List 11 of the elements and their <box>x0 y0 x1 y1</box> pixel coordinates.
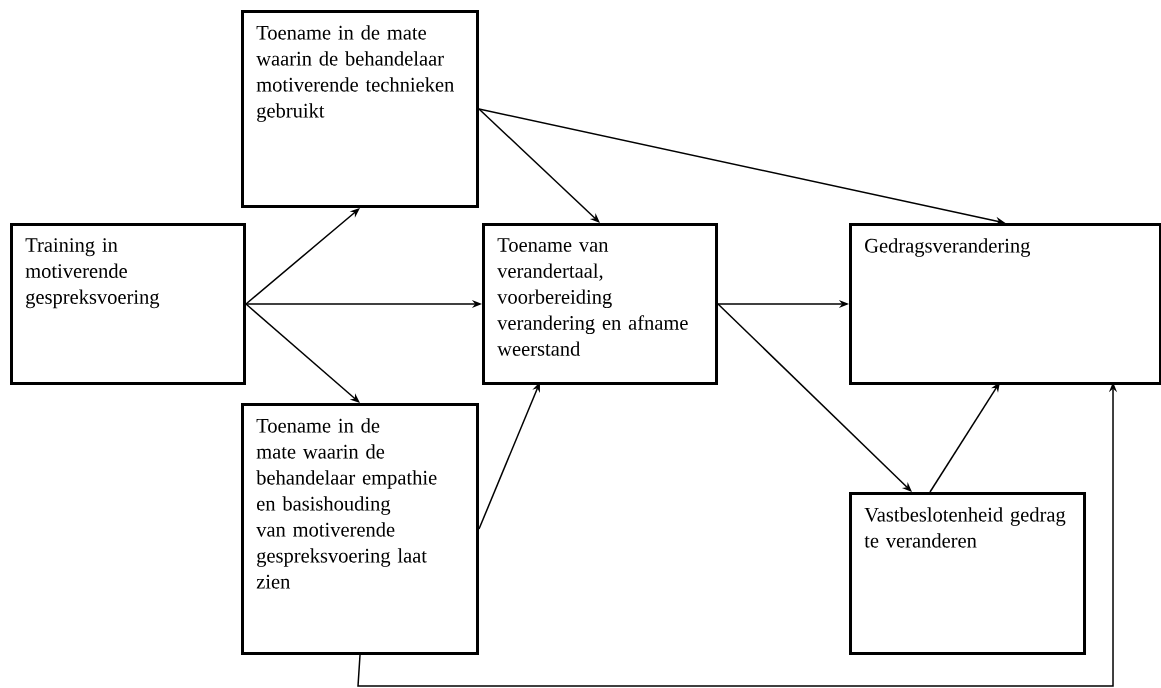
process-box: Training in motiverende gespreksvoering <box>10 223 246 385</box>
arrow <box>245 303 360 403</box>
arrow <box>717 303 912 492</box>
process-box: Toename in de mate waarin de behandelaar motiverende technieken gebruikt <box>241 10 479 208</box>
arrow <box>245 208 360 305</box>
process-box: Vastbeslotenheid gedrag te veranderen <box>849 492 1086 655</box>
arrow <box>929 382 1000 493</box>
process-box: Toename in de mate waarin de behandelaar empathie en basishouding van motiverende gespreksvoering laat zien <box>241 403 479 655</box>
process-box: Gedragsverandering <box>849 223 1161 385</box>
arrow <box>478 108 600 223</box>
process-box: Toename van verandertaal, voorbereiding verandering en afname weerstand <box>482 223 718 385</box>
